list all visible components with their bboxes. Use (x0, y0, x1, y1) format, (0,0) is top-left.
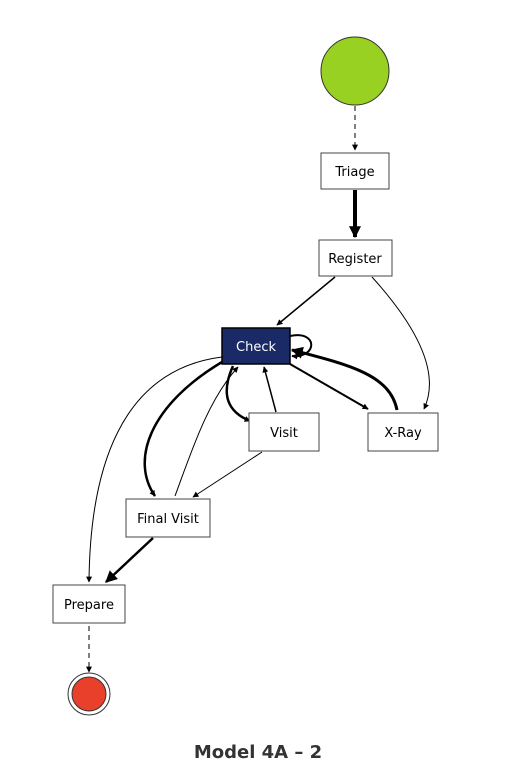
node-label-visit: Visit (270, 426, 298, 441)
edge-register-check (276, 276, 336, 326)
edge-check-prepare (86, 356, 223, 583)
edge-register-xray (371, 276, 430, 410)
node-final-visit[interactable]: Final Visit (125, 498, 211, 538)
edge-check-visit (225, 365, 251, 423)
edge-visit-finalvisit (192, 451, 263, 498)
node-label-triage: Triage (334, 165, 374, 180)
edge-check-finalvisit (143, 360, 223, 497)
node-label-final-visit: Final Visit (137, 512, 199, 527)
node-triage[interactable]: Triage (320, 152, 390, 190)
node-prepare[interactable]: Prepare (52, 584, 126, 624)
node-xray[interactable]: X-Ray (367, 412, 439, 452)
edge-visit-check (262, 366, 277, 413)
node-visit[interactable]: Visit (248, 412, 320, 452)
node-check[interactable]: Check (221, 327, 291, 365)
edge-finalvisit-check (174, 366, 239, 497)
edge-check-xray (289, 363, 369, 410)
node-label-check: Check (236, 340, 276, 355)
node-label-prepare: Prepare (64, 598, 114, 613)
node-register[interactable]: Register (318, 239, 393, 277)
start-event-icon (320, 36, 390, 106)
diagram-caption: Model 4A – 2 (193, 742, 323, 763)
node-label-register: Register (328, 252, 382, 267)
edge-finalvisit-prepare (105, 537, 154, 583)
end-event-icon (67, 672, 111, 716)
edge-xray-check (290, 346, 399, 411)
edges (86, 106, 430, 673)
node-label-xray: X-Ray (384, 426, 422, 441)
